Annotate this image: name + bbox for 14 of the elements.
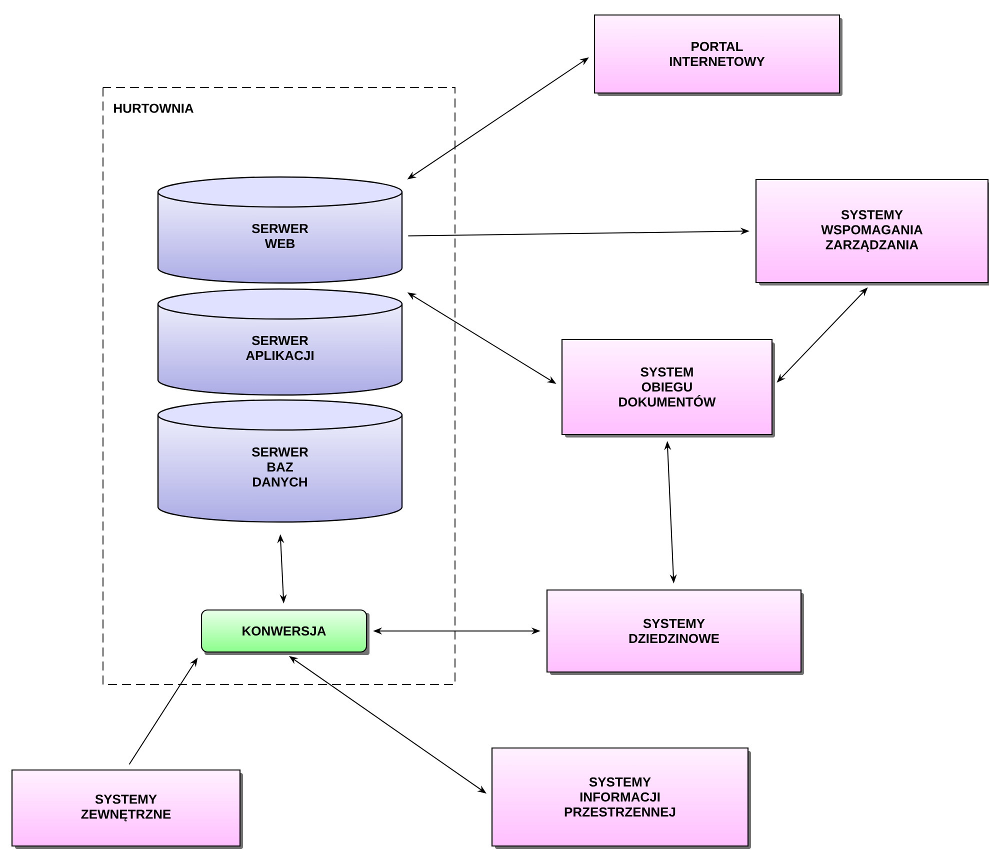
node-label: SERWER BAZ DANYCH xyxy=(252,447,308,487)
system-box: SYSTEM OBIEGU DOKUMENTÓW xyxy=(561,338,775,438)
system-box: PORTAL INTERNETOWY xyxy=(594,14,842,96)
system-box: SYSTEMY WSPOMAGANIA ZARZĄDZANIA xyxy=(755,178,989,286)
system-box: SYSTEMY ZEWNĘTRZNE xyxy=(11,769,243,849)
cylinder-segment: SERWER BAZ DANYCH xyxy=(157,399,403,523)
system-box: SYSTEMY DZIEDZINOWE xyxy=(546,589,804,675)
process-box: KONWERSJA xyxy=(200,609,370,655)
system-box: SYSTEMY INFORMACJI PRZESTRZENNEJ xyxy=(491,747,751,849)
group-title: HURTOWNIA xyxy=(114,104,194,113)
node-label: SERWER WEB xyxy=(252,224,308,248)
cylinder-segment: SERWER APLIKACJI xyxy=(157,288,403,396)
node-label: SERWER APLIKACJI xyxy=(246,336,314,360)
cylinder-segment: SERWER WEB xyxy=(157,176,403,284)
